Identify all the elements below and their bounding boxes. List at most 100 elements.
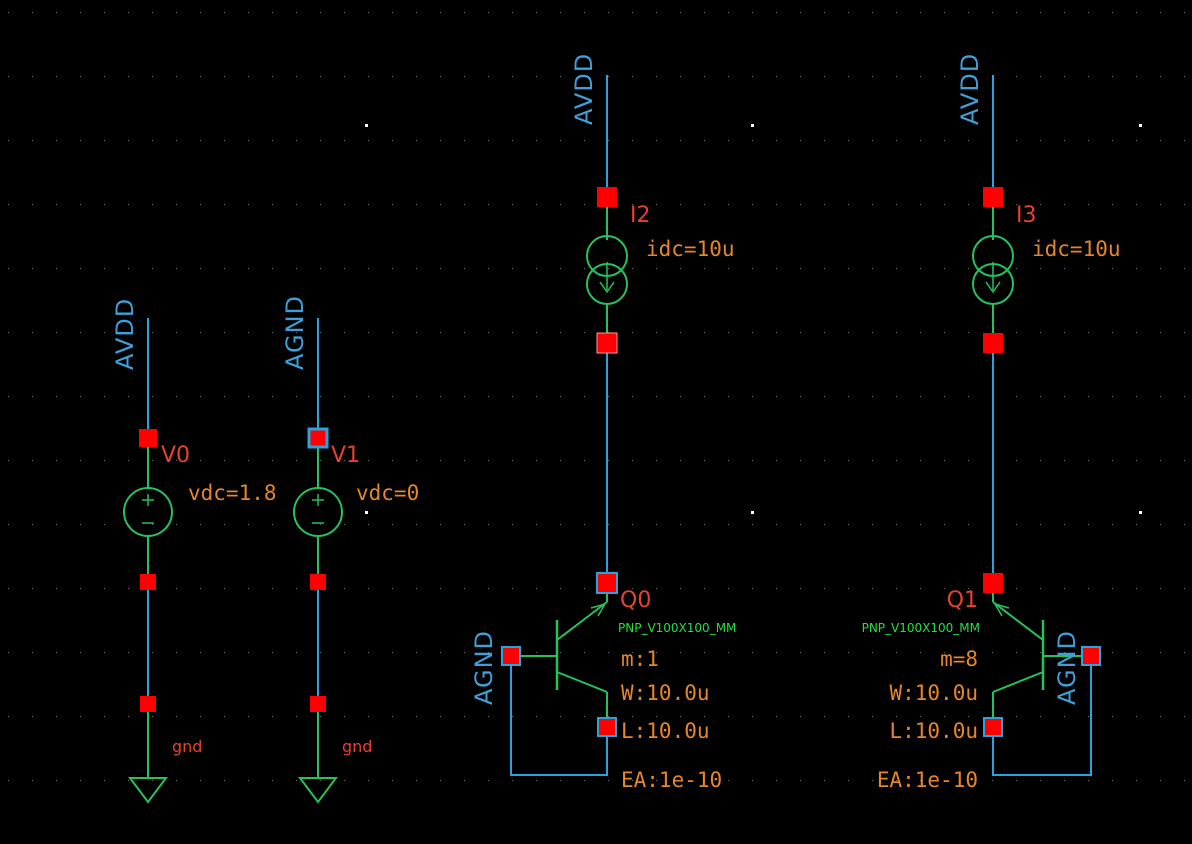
dc-voltage-source-icon[interactable] bbox=[123, 487, 173, 537]
grid-dot bbox=[320, 652, 321, 653]
grid-dot bbox=[680, 12, 681, 13]
grid-dot bbox=[1016, 780, 1017, 781]
grid-dot bbox=[416, 332, 417, 333]
grid-dot bbox=[1088, 140, 1089, 141]
pin[interactable] bbox=[596, 572, 618, 594]
instance-name: Q1 bbox=[947, 588, 978, 613]
i3-q1-branch[interactable]: AVDD I3 idc=10u AGND Q1 PNP_V100X100_MM … bbox=[862, 53, 1121, 792]
grid-dot bbox=[488, 12, 489, 13]
grid-dot bbox=[824, 780, 825, 781]
grid-dot bbox=[680, 76, 681, 77]
pin[interactable] bbox=[597, 187, 617, 207]
grid-dot bbox=[416, 524, 417, 525]
grid-dot bbox=[80, 652, 81, 653]
grid-dot bbox=[1064, 396, 1065, 397]
dc-current-source-icon[interactable] bbox=[586, 235, 628, 305]
grid-dot bbox=[56, 716, 57, 717]
grid-dot bbox=[1064, 140, 1065, 141]
grid-dot bbox=[1160, 204, 1161, 205]
grid-dot bbox=[56, 652, 57, 653]
pin[interactable] bbox=[983, 573, 1003, 593]
grid-dot bbox=[560, 332, 561, 333]
grid-dot bbox=[776, 12, 777, 13]
grid-dot bbox=[1040, 396, 1041, 397]
grid-dot bbox=[440, 332, 441, 333]
pin[interactable] bbox=[139, 429, 157, 447]
pin[interactable] bbox=[597, 717, 617, 737]
pin[interactable] bbox=[501, 646, 521, 666]
pin[interactable] bbox=[983, 187, 1003, 207]
grid-dot bbox=[848, 268, 849, 269]
grid-dot bbox=[968, 460, 969, 461]
grid-dot bbox=[296, 76, 297, 77]
grid-dot bbox=[944, 140, 945, 141]
grid-dot bbox=[872, 204, 873, 205]
pin[interactable] bbox=[983, 717, 1003, 737]
grid-dot bbox=[1136, 716, 1137, 717]
grid-dot bbox=[488, 524, 489, 525]
pin[interactable] bbox=[140, 574, 156, 590]
grid-dot bbox=[368, 12, 369, 13]
grid-dot bbox=[8, 460, 9, 461]
grid-dot bbox=[896, 140, 897, 141]
pin[interactable] bbox=[140, 696, 156, 712]
pin-selected[interactable] bbox=[307, 427, 329, 449]
grid-dot bbox=[1184, 332, 1185, 333]
grid-dot bbox=[536, 396, 537, 397]
grid-dot bbox=[152, 332, 153, 333]
grid-dot bbox=[368, 652, 369, 653]
pin[interactable] bbox=[983, 333, 1003, 353]
grid-dot bbox=[656, 332, 657, 333]
pin[interactable] bbox=[1081, 646, 1101, 666]
source-param: idc=10u bbox=[646, 237, 735, 261]
grid-dot bbox=[728, 268, 729, 269]
grid-dot bbox=[824, 140, 825, 141]
grid-dot bbox=[296, 204, 297, 205]
grid-dot bbox=[968, 204, 969, 205]
grid-dot bbox=[56, 460, 57, 461]
grid-dot bbox=[728, 76, 729, 77]
pin[interactable] bbox=[596, 332, 618, 354]
source-param: vdc=1.8 bbox=[188, 481, 277, 505]
grid-dot bbox=[272, 12, 273, 13]
v1-branch[interactable]: AGND V1 vdc=0 gnd bbox=[281, 295, 419, 804]
grid-dot bbox=[416, 12, 417, 13]
grid-dot bbox=[224, 76, 225, 77]
pin[interactable] bbox=[310, 696, 326, 712]
grid-dot bbox=[1184, 780, 1185, 781]
grid-dot bbox=[248, 588, 249, 589]
pnp-bjt-icon[interactable] bbox=[511, 601, 608, 727]
grid-dot bbox=[872, 140, 873, 141]
grid-dot bbox=[1088, 204, 1089, 205]
grid-dot bbox=[848, 140, 849, 141]
grid-dot bbox=[128, 76, 129, 77]
grid-dot bbox=[800, 396, 801, 397]
grid-dot bbox=[608, 76, 609, 77]
v0-branch[interactable]: AVDD V0 vdc=1.8 gnd bbox=[111, 298, 277, 804]
pin[interactable] bbox=[310, 574, 326, 590]
grid-dot bbox=[80, 76, 81, 77]
grid-dot bbox=[512, 268, 513, 269]
grid-dot bbox=[944, 716, 945, 717]
grid-dot bbox=[536, 588, 537, 589]
dc-current-source-icon[interactable] bbox=[972, 235, 1014, 305]
dc-voltage-source-icon[interactable] bbox=[293, 487, 343, 537]
grid-dot bbox=[800, 716, 801, 717]
grid-dot bbox=[104, 780, 105, 781]
grid-dot bbox=[992, 12, 993, 13]
i2-q0-branch[interactable]: AVDD I2 idc=10u AGND Q0 PNP_V100X100_MM … bbox=[470, 53, 736, 792]
grid-dot bbox=[248, 780, 249, 781]
grid-dot bbox=[320, 716, 321, 717]
grid-dot bbox=[56, 140, 57, 141]
grid-dot bbox=[824, 268, 825, 269]
grid-dot bbox=[584, 588, 585, 589]
grid-dot bbox=[152, 268, 153, 269]
grid-dot bbox=[608, 268, 609, 269]
grid-dot bbox=[632, 268, 633, 269]
grid-dot bbox=[80, 460, 81, 461]
grid-dot bbox=[56, 12, 57, 13]
grid-dot bbox=[896, 396, 897, 397]
grid-dot bbox=[1160, 716, 1161, 717]
grid-dot bbox=[920, 12, 921, 13]
